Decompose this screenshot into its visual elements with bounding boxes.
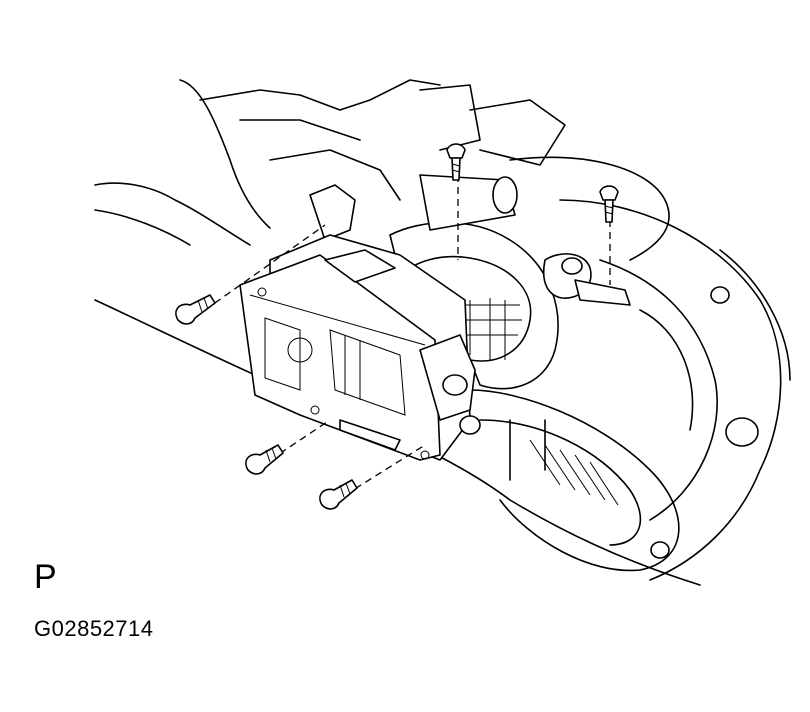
assembly-guide-lines — [204, 175, 611, 496]
ring-gear — [469, 389, 680, 572]
actuator-arm — [309, 174, 631, 390]
bolt-top-center — [446, 143, 466, 181]
figure-id: G02852714 — [34, 616, 154, 641]
transmission-housing — [94, 79, 791, 586]
bolt-lower-center — [319, 479, 358, 510]
bolt-top-right — [599, 185, 619, 223]
shift-control-actuator — [239, 234, 481, 461]
view-label: P — [34, 558, 57, 596]
bolt-upper-left — [175, 294, 216, 325]
bolt-lower-left — [245, 444, 284, 475]
